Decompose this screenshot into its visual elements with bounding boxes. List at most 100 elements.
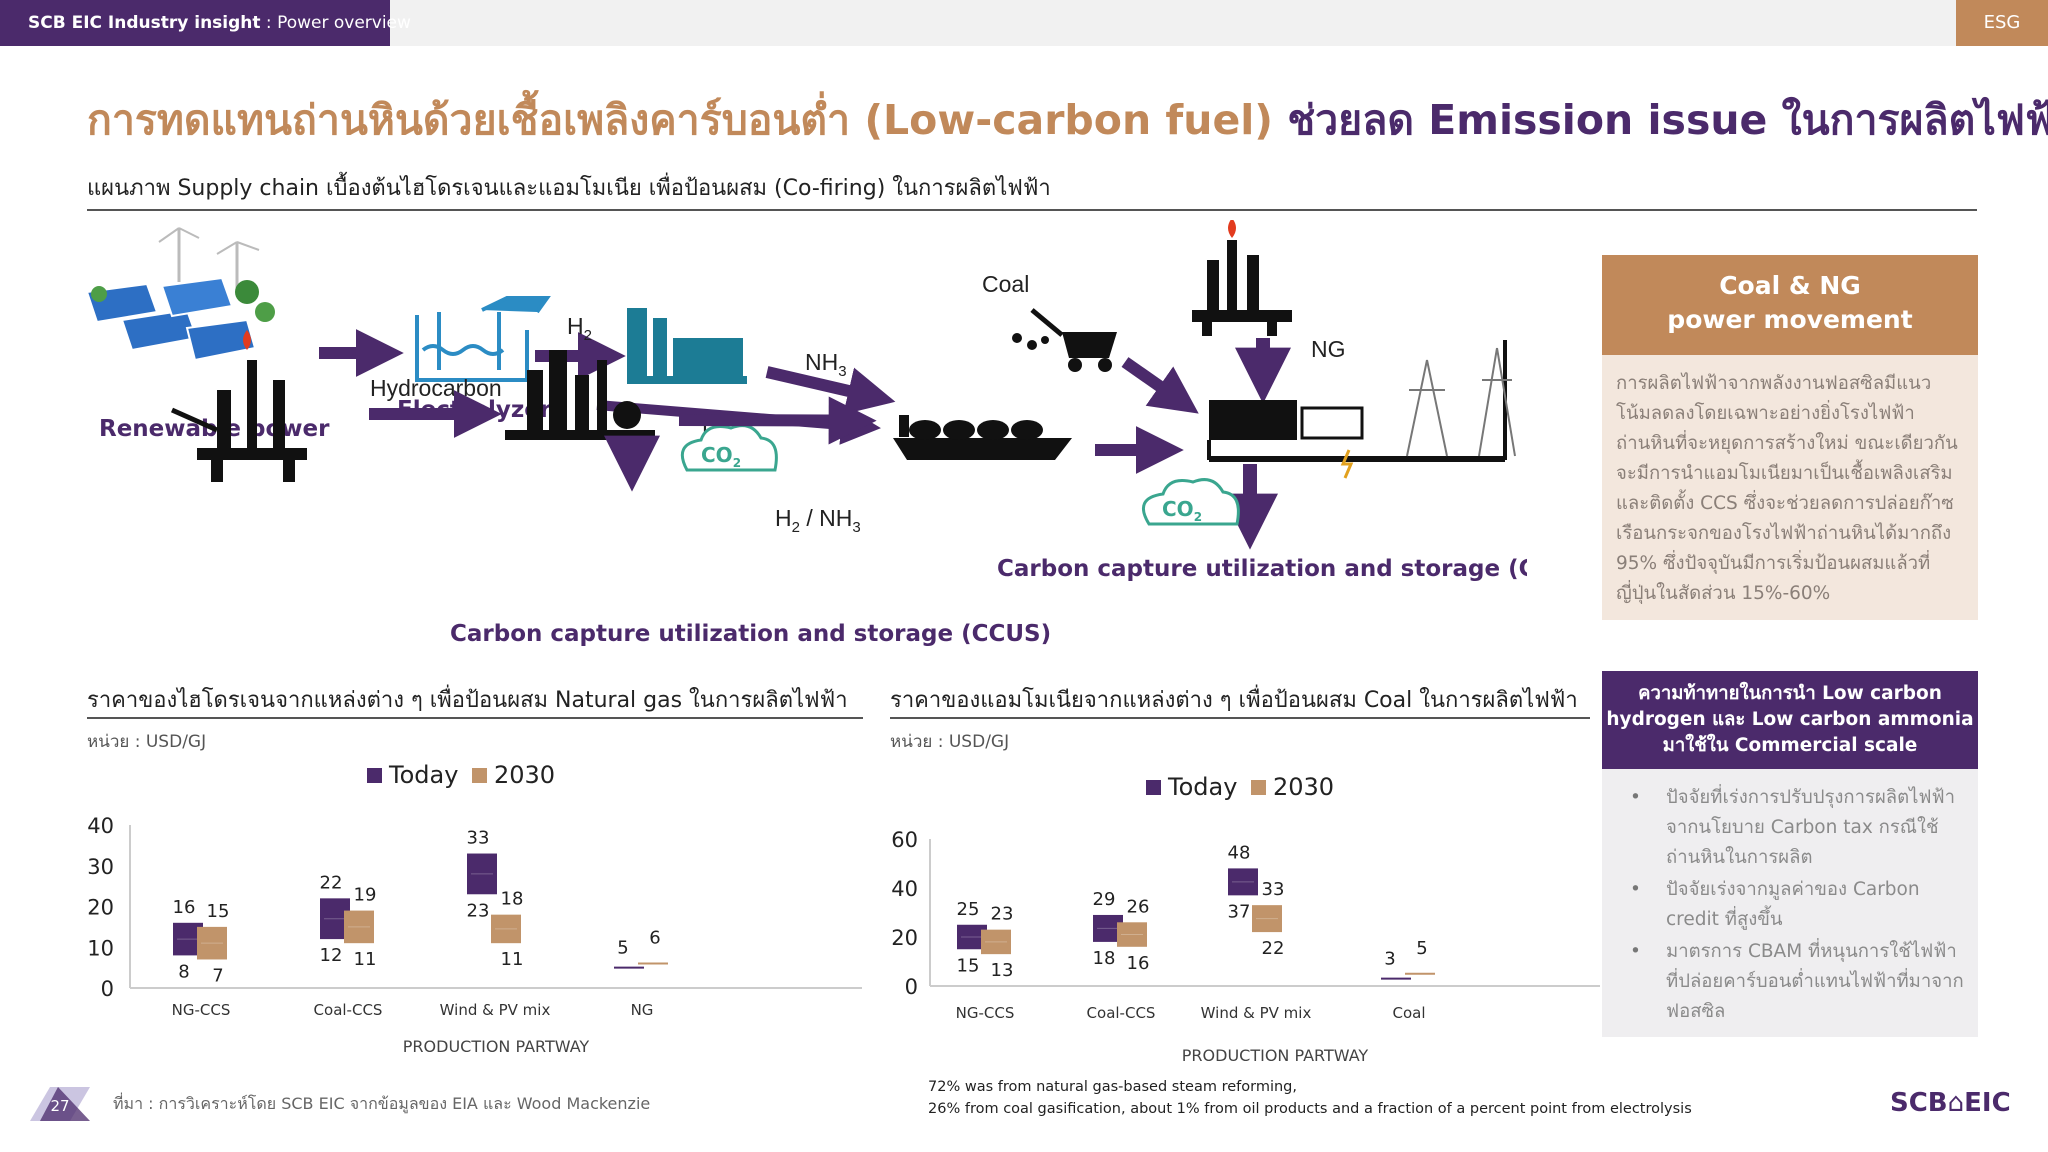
data-label-high: 33 — [467, 828, 490, 849]
refinery-icon — [505, 350, 655, 440]
coal-ng-heading-line1: Coal & NG — [1719, 271, 1861, 300]
range-bar-2030 — [1117, 922, 1147, 947]
x-tick-label: NG-CCS — [172, 1001, 231, 1019]
x-tick-label: NG-CCS — [956, 1004, 1015, 1022]
chart1-unit: หน่วย : USD/GJ — [87, 732, 207, 752]
x-tick-label: Wind & PV mix — [1201, 1004, 1312, 1022]
footnotes: 72% was from natural gas-based steam ref… — [928, 1076, 1692, 1120]
range-bar-2030 — [1252, 905, 1282, 933]
challenge-panel-heading: ความท้าทายในการนำ Low carbon hydrogen แล… — [1602, 671, 1978, 769]
diagram-subtitle: แผนภาพ Supply chain เบื้องต้นไฮโดรเจนและ… — [87, 176, 1051, 201]
data-label-low: 7 — [212, 965, 223, 986]
legend-swatch — [1251, 780, 1266, 795]
challenge-bullet: มาตรการ CBAM ที่หนุนการใช้ไฟฟ้าที่ปล่อยค… — [1616, 937, 1964, 1027]
hydrocarbon-label: Hydrocarbon — [370, 375, 502, 401]
data-label-low: 11 — [501, 949, 524, 970]
ship-icon — [893, 415, 1072, 460]
data-label-value: 6 — [649, 928, 660, 949]
ng-label: NG — [1311, 336, 1346, 362]
x-tick-label: Coal-CCS — [1087, 1004, 1156, 1022]
coal-ng-panel-heading: Coal & NG power movement — [1602, 255, 1978, 355]
y-tick-label: 0 — [905, 975, 918, 999]
range-bar-2030 — [344, 910, 374, 944]
range-bar-today — [467, 853, 497, 895]
co2-cloud-icon-right: CO2 — [1141, 478, 1240, 526]
data-label-high: 26 — [1127, 896, 1150, 917]
legend-label: Today — [388, 761, 458, 789]
oil-rig-icon-right — [1192, 240, 1292, 336]
legend-swatch — [1146, 780, 1161, 795]
x-axis-title: PRODUCTION PARTWAY — [1182, 1046, 1369, 1065]
supply-chain-diagram: Renewable power Electrolyzer H2 NH3 H2 H… — [87, 220, 1527, 647]
header-brand: SCB EIC Industry insight : Power overvie… — [0, 0, 411, 46]
x-tick-label: Wind & PV mix — [440, 1001, 551, 1019]
data-label-value: 3 — [1384, 949, 1395, 970]
data-label-low: 22 — [1262, 938, 1285, 959]
range-bar-today — [1228, 868, 1258, 896]
oil-rig-icon-left — [170, 360, 307, 482]
data-label-low: 18 — [1093, 948, 1116, 969]
esg-tag: ESG — [1956, 0, 2048, 46]
y-tick-label: 0 — [101, 977, 114, 1001]
range-bar-2030 — [491, 914, 521, 944]
data-label-high: 25 — [957, 899, 980, 920]
y-tick-label: 10 — [87, 936, 114, 960]
x-axis-title: PRODUCTION PARTWAY — [403, 1037, 590, 1056]
legend-label: Today — [1167, 773, 1237, 801]
electrolyzer-icon — [415, 296, 551, 382]
data-label-low: 23 — [467, 900, 490, 921]
x-tick-label: NG — [631, 1001, 654, 1019]
svg-text:CO2: CO2 — [701, 443, 741, 470]
chart2-title: ราคาของแอมโมเนียจากแหล่งต่าง ๆ เพื่อป้อน… — [890, 688, 1578, 713]
data-label-low: 37 — [1228, 901, 1251, 922]
data-label-low: 15 — [957, 955, 980, 976]
x-tick-label: Coal — [1392, 1004, 1425, 1022]
coal-label: Coal — [982, 271, 1029, 297]
chart2-divider — [890, 717, 1590, 719]
legend-label: 2030 — [494, 761, 555, 789]
brand-name: SCB EIC Industry insight — [28, 13, 261, 33]
data-label-low: 16 — [1127, 953, 1150, 974]
h2-nh3-label: H2 / NH3 — [775, 505, 861, 536]
data-label-high: 29 — [1093, 889, 1116, 910]
x-tick-label: Coal-CCS — [314, 1001, 383, 1019]
coal-ng-heading-line2: power movement — [1667, 305, 1913, 334]
legend-swatch — [472, 768, 487, 783]
data-label-high: 33 — [1262, 879, 1285, 900]
challenge-bullet: ปัจจัยที่เร่งการปรับปรุงการผลิตไฟฟ้าจากน… — [1616, 783, 1964, 873]
factory-icon — [627, 308, 747, 384]
ccus-label-right: Carbon capture utilization and storage (… — [997, 556, 1527, 582]
coal-cart-icon — [1012, 308, 1117, 372]
data-label-low: 12 — [320, 945, 343, 966]
scb-eic-logo: SCB⌂EIC — [1890, 1088, 2011, 1118]
y-tick-label: 40 — [891, 877, 918, 901]
chart1-title: ราคาของไฮโดรเจนจากแหล่งต่าง ๆ เพื่อป้อนผ… — [87, 688, 848, 713]
y-tick-label: 20 — [891, 926, 918, 950]
y-tick-label: 30 — [87, 855, 114, 879]
data-label-high: 19 — [354, 885, 377, 906]
footnote-1: 72% was from natural gas-based steam ref… — [928, 1079, 1297, 1095]
chart2-unit: หน่วย : USD/GJ — [890, 732, 1010, 752]
y-tick-label: 40 — [87, 814, 114, 838]
data-label-low: 11 — [354, 949, 377, 970]
data-label-value: 5 — [1416, 938, 1427, 959]
data-label-high: 18 — [501, 889, 524, 910]
chart1-divider — [87, 717, 863, 719]
data-label-high: 15 — [207, 901, 230, 922]
co2-cloud-icon-left: CO2 — [680, 424, 778, 472]
source-note: ที่มา : การวิเคราะห์โดย SCB EIC จากข้อมู… — [113, 1094, 651, 1113]
challenge-bullet: ปัจจัยเร่งจากมูลค่าของ Carbon credit ที่… — [1616, 875, 1964, 935]
data-label-high: 22 — [320, 872, 343, 893]
data-label-high: 48 — [1228, 842, 1251, 863]
coal-ng-panel-body: การผลิตไฟฟ้าจากพลังงานฟอสซิลมีแนวโน้มลดล… — [1602, 355, 1978, 620]
section-name: : Power overview — [260, 13, 411, 33]
power-plant-icon — [1207, 340, 1516, 479]
title-part2: ช่วยลด Emission issue ในการผลิตไฟฟ้า — [1273, 96, 2048, 144]
renewable-power-icon — [87, 227, 275, 362]
legend-label: 2030 — [1273, 773, 1334, 801]
data-label-low: 8 — [178, 961, 189, 982]
y-tick-label: 20 — [87, 896, 114, 920]
data-label-high: 23 — [991, 904, 1014, 925]
